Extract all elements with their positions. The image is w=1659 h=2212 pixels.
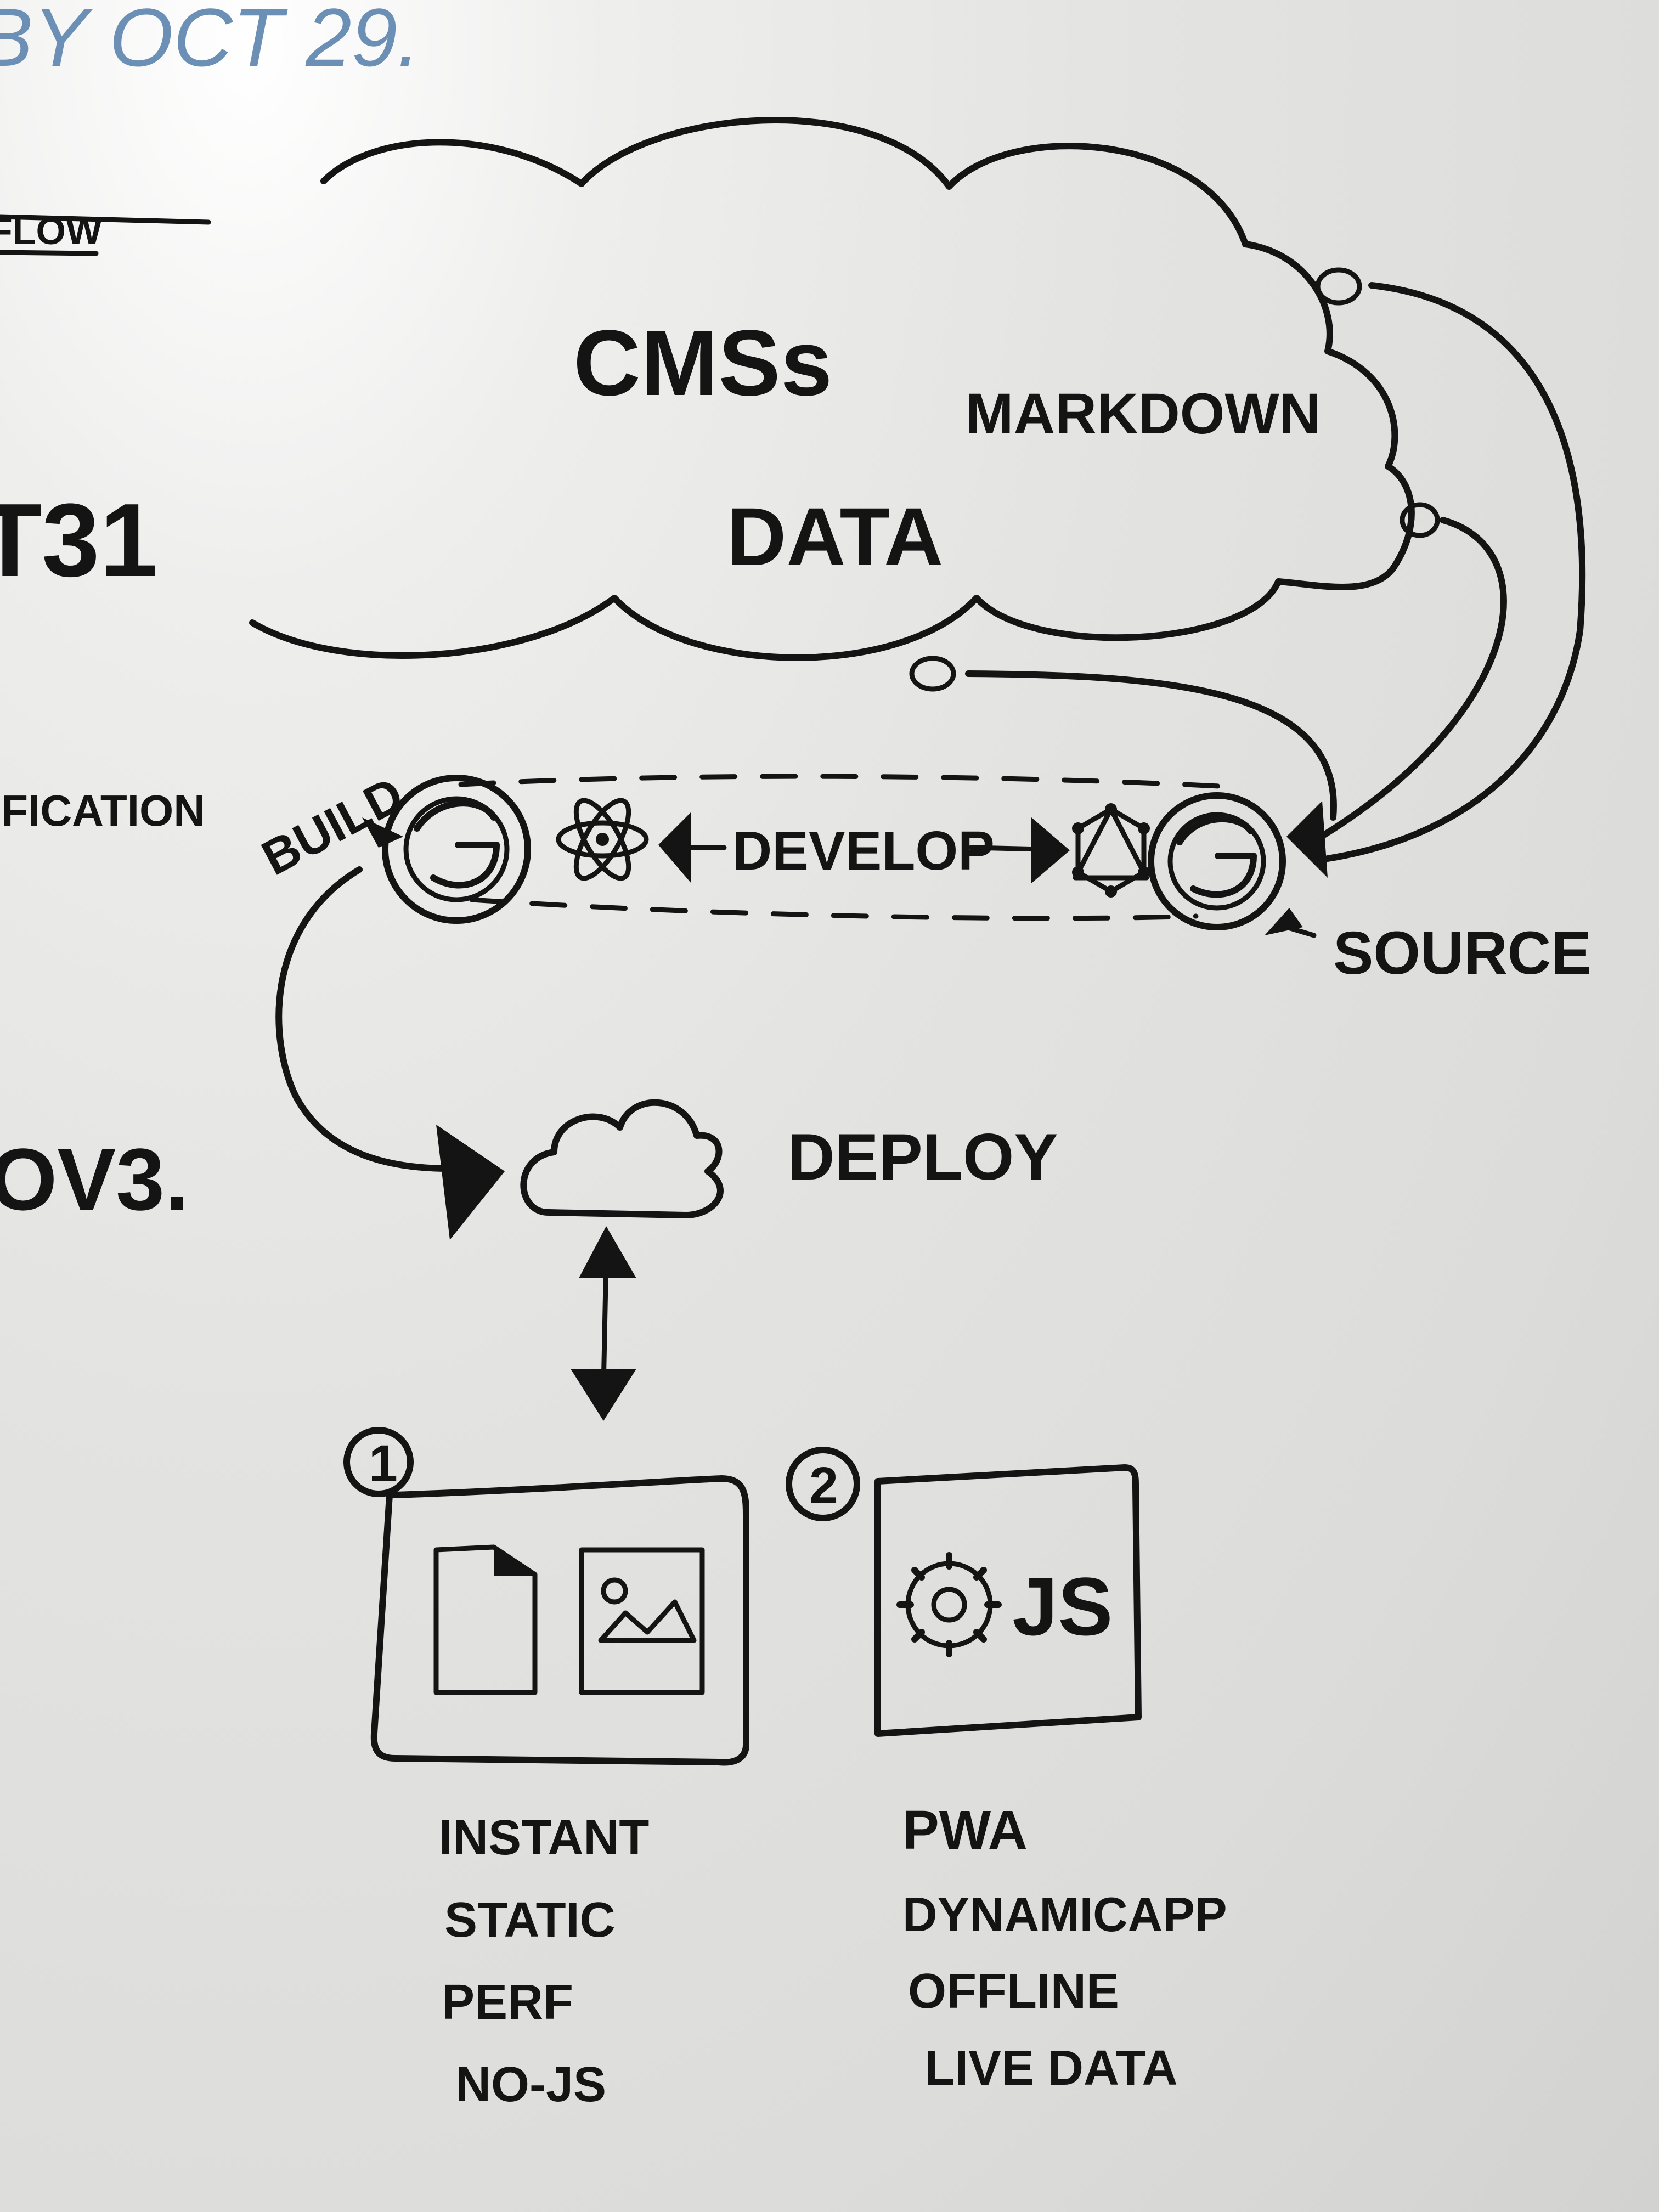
target-2-item-0: PWA [902,1799,1028,1861]
deploy-arrowhead-up [579,1226,636,1278]
document-icon [436,1547,535,1692]
target-1-item-1: STATIC [444,1893,616,1948]
source-line-2 [1317,520,1504,839]
source-tick [1286,927,1314,935]
source-arrowhead [1286,801,1328,878]
pipeline-dash-top [461,776,1240,787]
target-1-box [374,1479,746,1763]
cloud-label-cmss: CMSs [573,311,832,415]
cloud-label-data: DATA [727,490,943,583]
gatsby-logo-left-icon [385,778,528,921]
react-atom-icon [558,793,646,886]
deploy-cloud-icon [523,1103,720,1215]
develop-label: DEVELOP [732,820,995,882]
connector-node-3 [912,658,953,689]
margin-note-ification: IFICATION [0,786,205,835]
target-2-item-2: OFFLINE [908,1964,1119,2019]
target-1-item-2: PERF [442,1975,573,2030]
gatsby-logo-right-icon [1151,795,1283,927]
deploy-arrowhead [436,1125,505,1240]
margin-note-date-1: T31 [0,482,157,599]
margin-note-date-2: OV3. [0,1130,189,1228]
gear-icon [900,1555,998,1654]
develop-arrowhead-right [1031,817,1070,883]
target-2-badge: 2 [789,1450,857,1518]
pipeline-dash-bottom [472,900,1196,918]
connector-node-1 [1318,270,1359,303]
deploy-label: DEPLOY [787,1120,1058,1194]
graphql-icon [1072,803,1150,898]
deploy-arrowhead-down [571,1369,636,1421]
target-1-item-3: NO-JS [455,2057,606,2112]
target-2-item-3: LIVE DATA [924,2041,1178,2096]
connector-node-2 [1402,505,1437,535]
source-line-3 [968,674,1334,817]
svg-text:1: 1 [369,1435,398,1493]
cloud-label-markdown: MARKDOWN [966,382,1321,446]
deadline-note: BY OCT 29. [0,0,420,83]
js-label: JS [1012,1560,1113,1652]
target-1-item-0: INSTANT [439,1810,649,1865]
image-icon [582,1550,702,1692]
target-2-item-1: DYNAMICAPP [902,1887,1227,1942]
margin-underline-2 [0,252,96,253]
svg-text:2: 2 [809,1457,838,1515]
target-1-badge: 1 [347,1430,410,1494]
source-label: SOURCE [1333,919,1592,987]
